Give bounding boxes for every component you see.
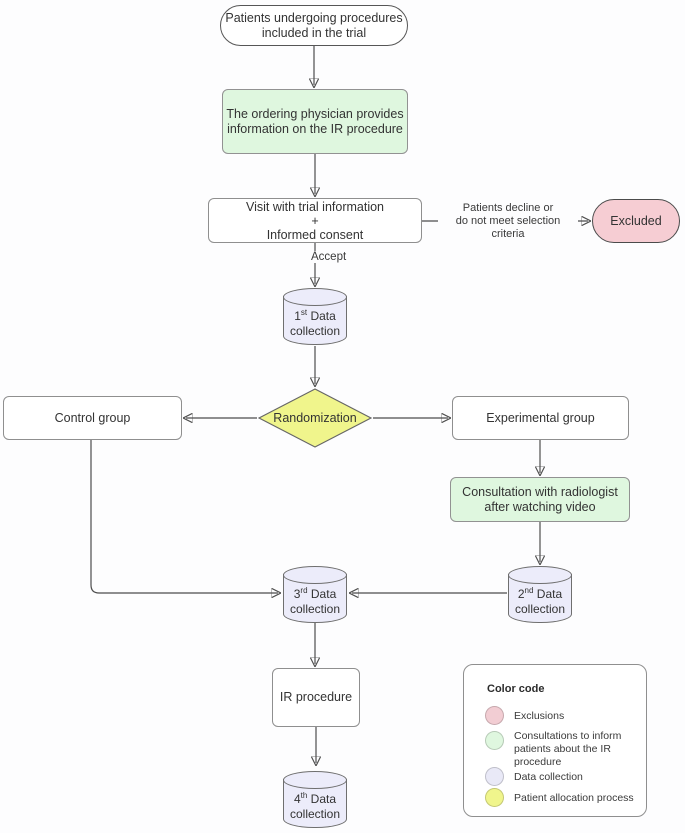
node-consultation-line1: Consultation with radiologist bbox=[462, 484, 618, 499]
node-data-collection-3-label: 3rd Data collection bbox=[283, 583, 347, 617]
ordinal-suffix: th bbox=[300, 791, 308, 800]
label-word: Data bbox=[310, 587, 337, 601]
node-experimental-group-label: Experimental group bbox=[486, 410, 595, 425]
label-word: collection bbox=[289, 807, 341, 821]
label-word: collection bbox=[514, 602, 566, 616]
legend-swatch-data-collection bbox=[485, 767, 504, 786]
legend-swatch-allocation bbox=[485, 788, 504, 807]
node-visit-consent: Visit with trial information + Informed … bbox=[208, 198, 422, 243]
node-physician-info: The ordering physician provides informat… bbox=[222, 89, 408, 154]
cylinder-top bbox=[508, 566, 572, 584]
node-start-line2: included in the trial bbox=[261, 25, 367, 40]
label-word: collection bbox=[289, 602, 341, 616]
node-start-line1: Patients undergoing procedures bbox=[225, 10, 403, 25]
node-start: Patients undergoing procedures included … bbox=[220, 5, 408, 46]
edge-label-decline: Patients decline or do not meet selectio… bbox=[438, 202, 578, 241]
node-data-collection-3: 3rd Data collection bbox=[283, 566, 347, 624]
label-word: collection bbox=[289, 324, 341, 338]
node-physician-line1: The ordering physician provides bbox=[226, 106, 404, 121]
edge-label-decline-line2: do not meet selection criteria bbox=[455, 215, 561, 240]
cylinder-top bbox=[283, 288, 347, 306]
node-experimental-group: Experimental group bbox=[452, 396, 629, 440]
ordinal-number: 2 bbox=[517, 587, 525, 601]
node-data-collection-1-label: 1st Data collection bbox=[283, 305, 347, 339]
node-control-group-label: Control group bbox=[54, 410, 131, 425]
arrow-control-to-dc3 bbox=[90, 440, 278, 593]
node-visit-line3: Informed consent bbox=[266, 227, 364, 242]
cylinder-top bbox=[283, 771, 347, 789]
label-word: Data bbox=[310, 792, 337, 806]
node-ir-procedure: IR procedure bbox=[272, 668, 360, 727]
node-visit-line1: Visit with trial information bbox=[245, 199, 384, 214]
diamond-shape bbox=[257, 388, 373, 448]
legend-label-allocation: Patient allocation process bbox=[514, 792, 634, 804]
label-word: Data bbox=[310, 309, 336, 323]
ordinal-number: 4 bbox=[293, 792, 301, 806]
ordinal-suffix: nd bbox=[524, 586, 534, 595]
ordinal-suffix: rd bbox=[300, 586, 308, 595]
edge-label-decline-line1: Patients decline or bbox=[462, 202, 554, 214]
edge-label-accept: Accept bbox=[309, 251, 349, 263]
cylinder-top bbox=[283, 566, 347, 584]
legend-label-consultations: Consultations to inform patients about t… bbox=[514, 730, 622, 768]
node-control-group: Control group bbox=[3, 396, 182, 440]
node-excluded-label: Excluded bbox=[610, 213, 662, 228]
legend-title: Color code bbox=[487, 683, 545, 695]
ordinal-number: 1 bbox=[294, 309, 301, 323]
legend-label-exclusions: Exclusions bbox=[514, 710, 565, 722]
node-physician-line2: information on the IR procedure bbox=[227, 121, 403, 136]
node-data-collection-1: 1st Data collection bbox=[283, 288, 347, 346]
node-visit-line2: + bbox=[311, 213, 319, 228]
node-consultation-line2: after watching video bbox=[484, 499, 596, 514]
node-randomization-label: Randomization bbox=[273, 411, 357, 425]
node-data-collection-4: 4th Data collection bbox=[283, 771, 347, 829]
ordinal-number: 3 bbox=[293, 587, 301, 601]
node-excluded: Excluded bbox=[592, 199, 680, 243]
cylinder-body bbox=[283, 296, 347, 345]
legend-label-data-collection: Data collection bbox=[514, 771, 583, 783]
ordinal-suffix: st bbox=[300, 308, 308, 317]
legend-swatch-exclusions bbox=[485, 706, 504, 725]
node-data-collection-2: 2nd Data collection bbox=[508, 566, 572, 624]
node-data-collection-4-label: 4th Data collection bbox=[283, 788, 347, 822]
legend-swatch-consultations bbox=[485, 731, 504, 750]
legend-color-code: Color code Exclusions Consultations to i… bbox=[463, 664, 647, 817]
label-word: Data bbox=[536, 587, 563, 601]
node-data-collection-2-label: 2nd Data collection bbox=[508, 583, 572, 617]
node-randomization: Randomization bbox=[257, 388, 373, 448]
node-ir-procedure-label: IR procedure bbox=[279, 690, 353, 704]
node-consultation: Consultation with radiologist after watc… bbox=[450, 477, 630, 522]
